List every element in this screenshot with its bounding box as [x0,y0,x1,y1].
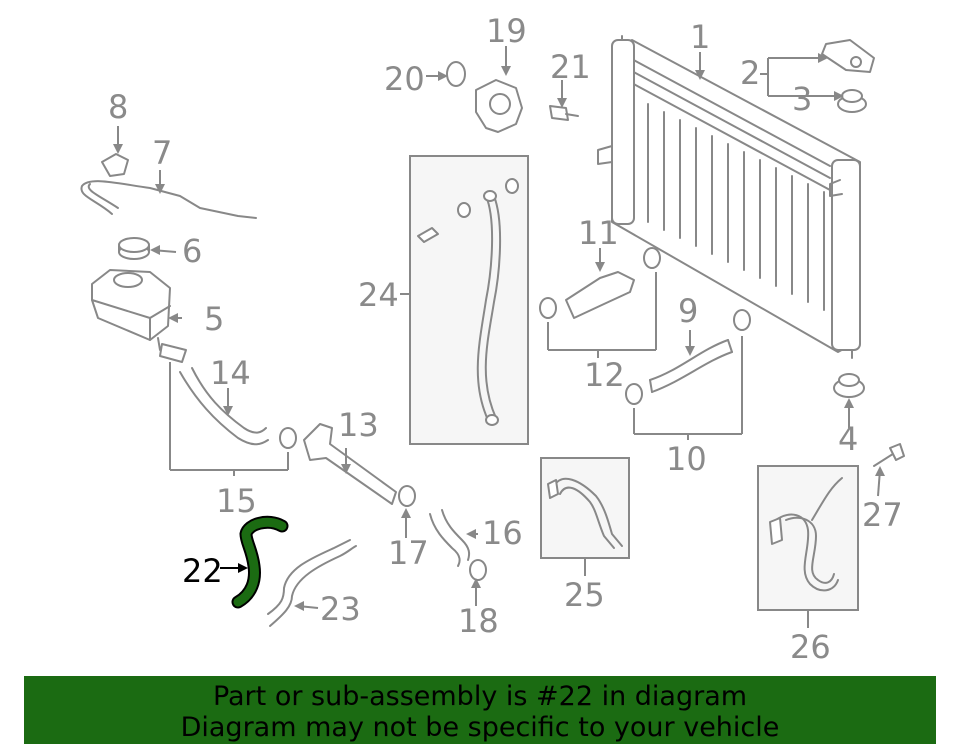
info-banner: Part or sub-assembly is #22 in diagram D… [24,676,936,744]
pipe-part-25[interactable] [547,477,623,549]
label-3: 3 [792,80,812,118]
label-14: 14 [210,354,251,392]
label-26: 26 [790,628,831,666]
clamp-part-15[interactable] [279,427,297,449]
clamp-part-17[interactable] [398,485,416,507]
radiator-part-1[interactable] [597,35,861,359]
cap-part-6[interactable] [118,237,150,260]
label-19: 19 [486,12,527,50]
clip-part-8[interactable] [101,153,129,177]
box-part-26 [757,465,859,611]
label-21: 21 [550,48,591,86]
label-20: 20 [384,60,425,98]
bolt-part-21[interactable] [549,105,579,121]
label-17: 17 [388,534,429,572]
reservoir-part-5[interactable] [91,269,187,363]
label-7: 7 [152,134,172,172]
hose-part-14[interactable] [179,367,269,446]
pipe-part-26[interactable] [769,477,843,592]
label-15: 15 [216,482,257,520]
bracket-part-2[interactable] [821,39,875,73]
label-4: 4 [838,420,858,458]
hose-part-11[interactable] [565,271,635,319]
clamp-part-10-a[interactable] [625,383,643,405]
label-11: 11 [578,214,619,252]
housing-part-19[interactable] [475,79,523,133]
hose-part-22-highlighted[interactable] [231,515,289,609]
label-25: 25 [564,576,605,614]
clamp-part-10-b[interactable] [733,309,751,331]
bolt-part-27[interactable] [873,443,905,467]
hose-part-23[interactable] [267,539,357,627]
label-13: 13 [338,406,379,444]
hose-part-16[interactable] [429,509,471,567]
banner-line-1: Part or sub-assembly is #22 in diagram [212,681,748,712]
clamp-part-12-a[interactable] [539,297,557,319]
label-16: 16 [482,514,523,552]
label-10: 10 [666,440,707,478]
box-part-24 [409,155,529,445]
seal-part-20[interactable] [446,61,466,87]
label-12: 12 [584,356,625,394]
clamp-part-12-b[interactable] [643,247,661,269]
label-27: 27 [862,496,903,534]
banner-line-2: Diagram may not be specific to your vehi… [180,712,780,743]
label-24: 24 [358,276,399,314]
leader-lines [113,46,885,628]
label-22: 22 [182,552,223,590]
grommet-part-4[interactable] [833,373,865,398]
pipe-part-7[interactable] [80,180,257,219]
label-9: 9 [678,292,698,330]
label-18: 18 [458,602,499,640]
label-8: 8 [108,88,128,126]
label-23: 23 [320,590,361,628]
box-part-25 [540,457,630,559]
label-2: 2 [740,54,760,92]
label-6: 6 [182,232,202,270]
hose-part-24[interactable] [417,178,519,426]
label-5: 5 [204,300,224,338]
grommet-part-3[interactable] [837,89,867,113]
clamp-part-18[interactable] [469,559,487,581]
hose-part-9[interactable] [649,339,733,393]
label-1: 1 [690,18,710,56]
